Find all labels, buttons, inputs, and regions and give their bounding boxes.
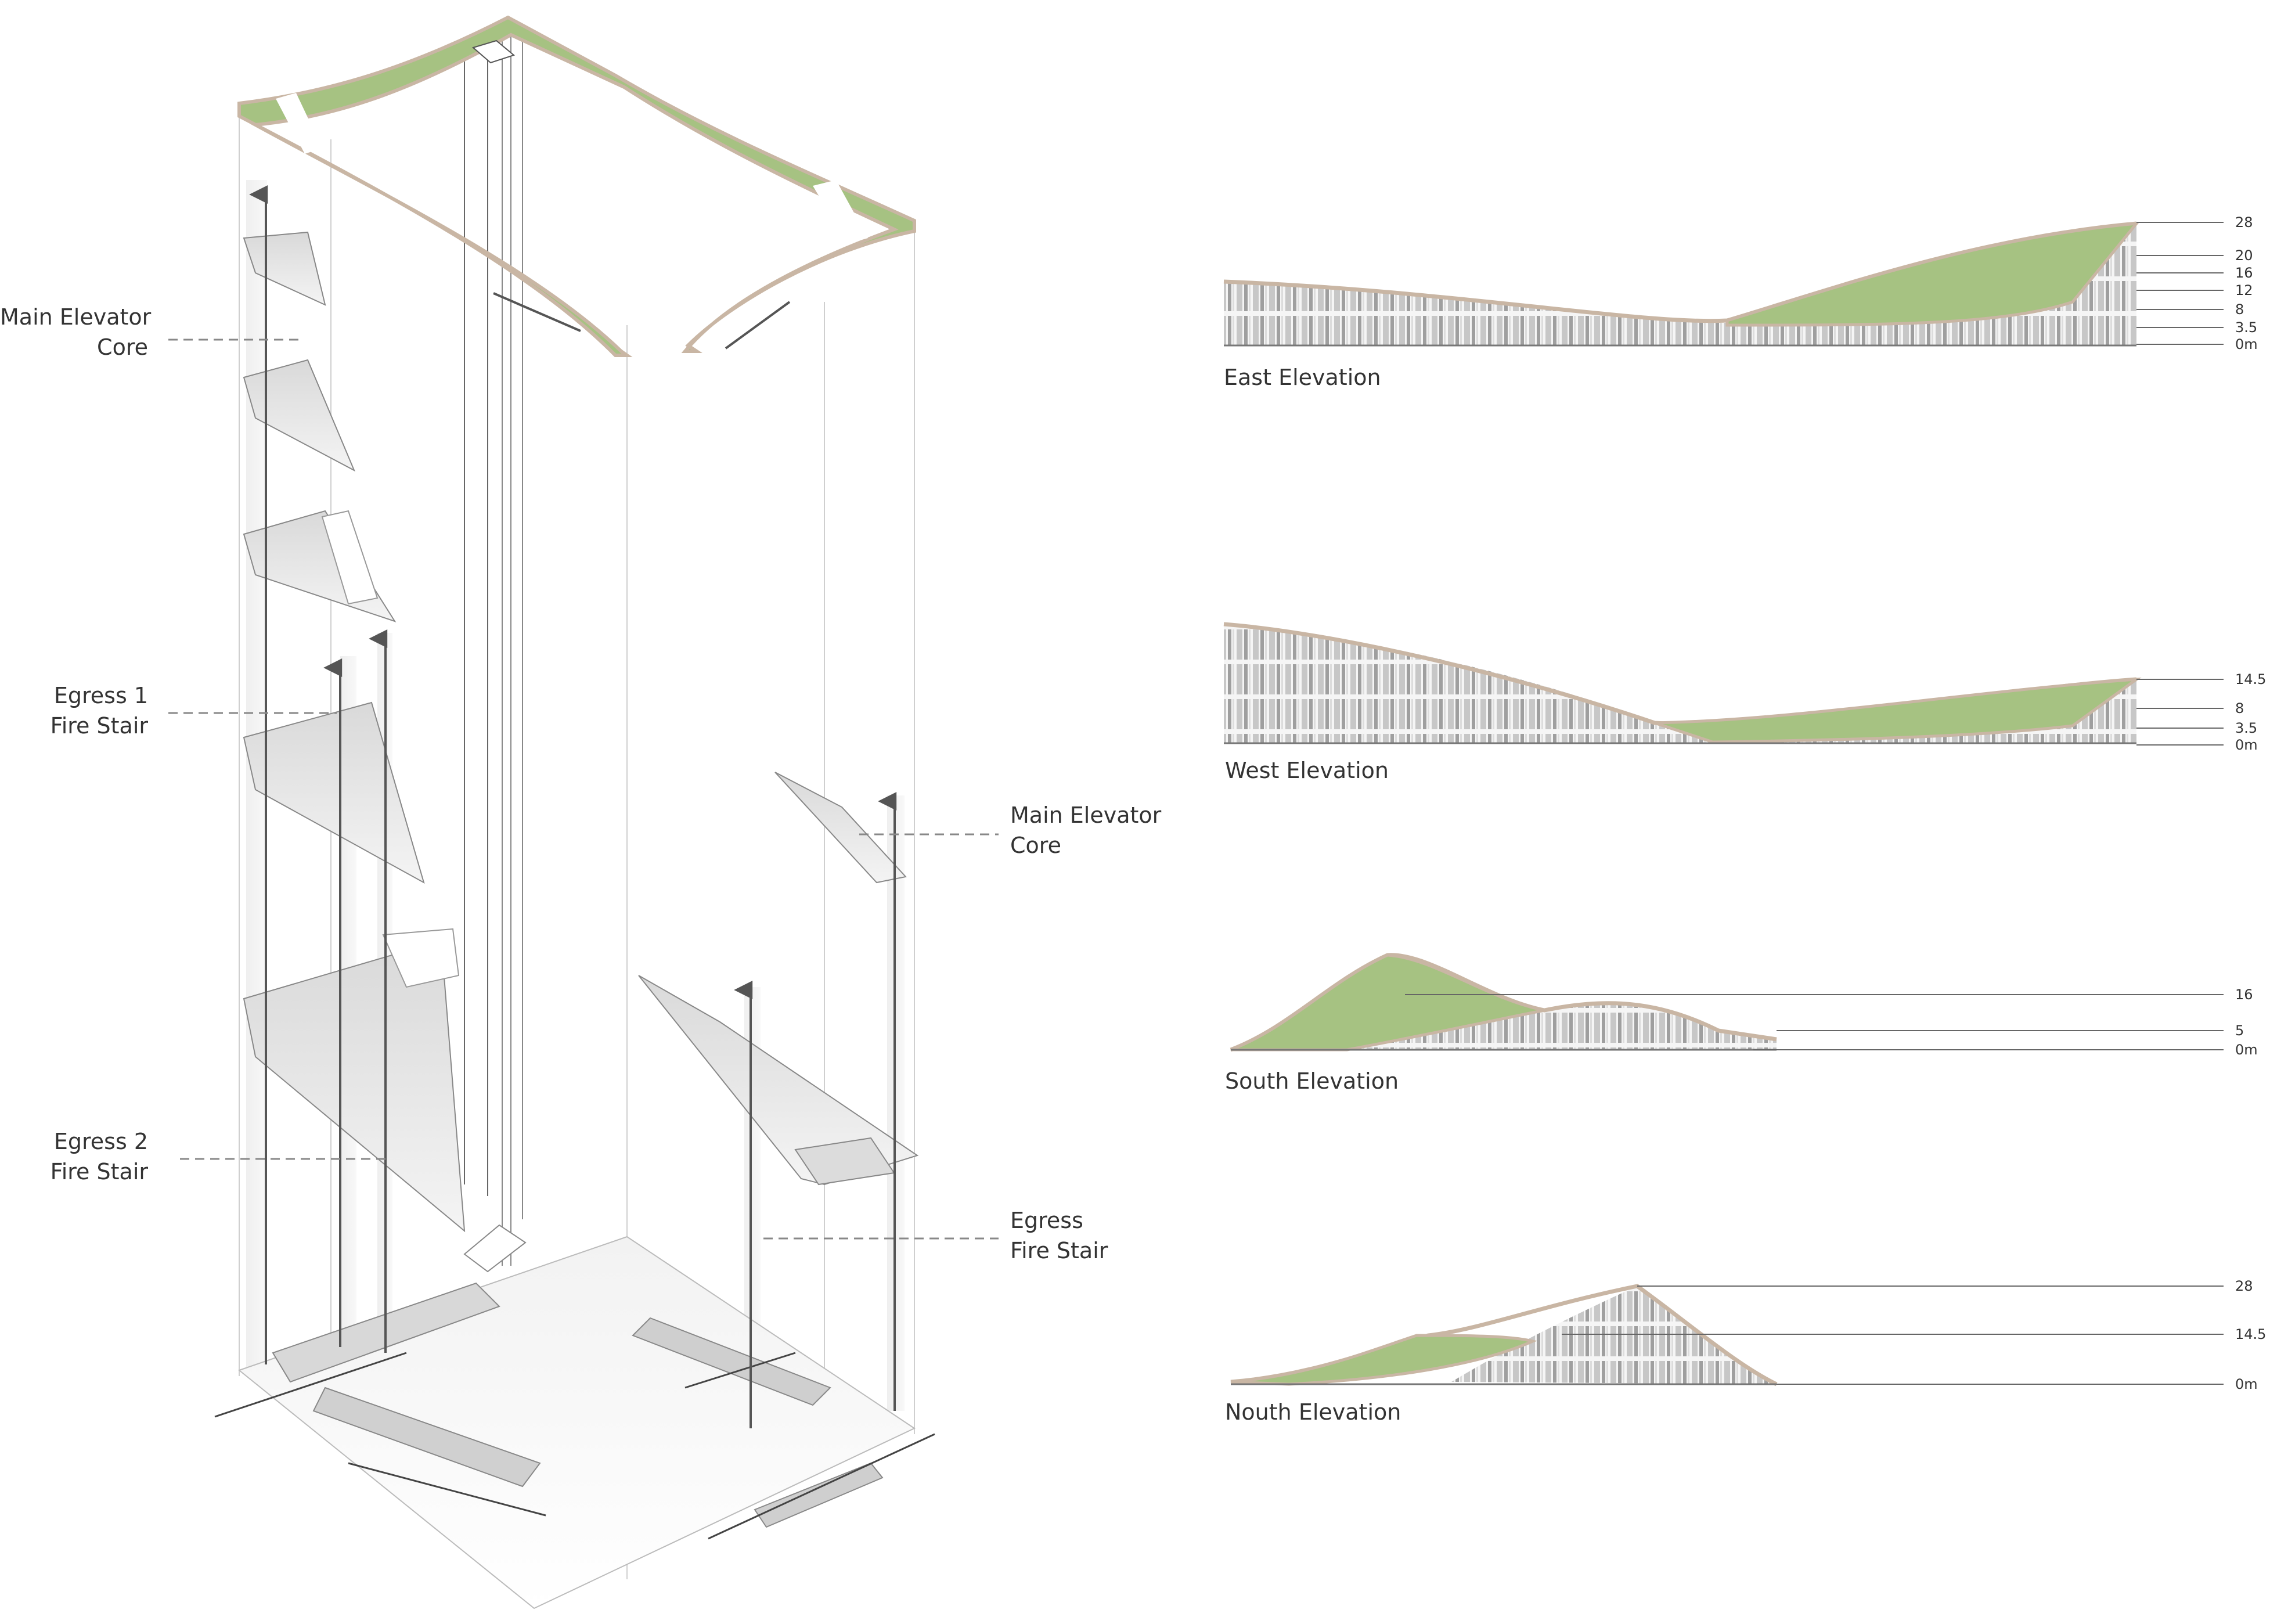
- south-elevation-drawing: [1230, 953, 1777, 1052]
- level-label: 0m: [2235, 1042, 2258, 1058]
- callout-egress-1-fire-stair: Egress 1 Fire Stair: [0, 680, 148, 741]
- north-elevation-title: Nouth Elevation: [1225, 1399, 1401, 1425]
- level-label: 0m: [2235, 737, 2258, 753]
- level-label: 14.5: [2235, 1326, 2266, 1342]
- circulation-arrows: [249, 185, 897, 1428]
- level-label: 20: [2235, 247, 2253, 264]
- level-label: 0m: [2235, 1376, 2258, 1392]
- level-label: 14.5: [2235, 671, 2266, 687]
- callout-main-elevator-core-right: Main Elevator Core: [1010, 800, 1161, 860]
- callout-egress-2-fire-stair: Egress 2 Fire Stair: [0, 1126, 148, 1187]
- west-elevation-title: West Elevation: [1225, 758, 1389, 783]
- callout-line-1: Egress 2: [53, 1129, 148, 1154]
- level-label: 16: [2235, 986, 2253, 1003]
- level-label: 0m: [2235, 336, 2258, 352]
- level-label: 28: [2235, 214, 2253, 231]
- west-elevation-drawing: [1223, 622, 2142, 744]
- level-label: 3.5: [2235, 720, 2257, 736]
- north-elevation-drawing: [1230, 1284, 1778, 1387]
- callout-main-elevator-core-left: Main Elevator Core: [0, 302, 152, 362]
- level-lines: [1405, 222, 2224, 1385]
- callout-line-2: Fire Stair: [1010, 1238, 1108, 1263]
- floor-slabs-left: [243, 231, 466, 1233]
- level-label: 8: [2235, 301, 2244, 318]
- callout-line-2: Fire Stair: [50, 713, 148, 739]
- east-elevation-drawing: [1223, 221, 2140, 347]
- level-label: 8: [2235, 700, 2244, 716]
- leader-lines: [168, 339, 999, 1240]
- callout-line-1: Egress 1: [53, 683, 148, 708]
- east-elevation-title: East Elevation: [1224, 365, 1381, 390]
- level-label: 12: [2235, 282, 2253, 298]
- level-label: 5: [2235, 1022, 2244, 1039]
- level-label: 3.5: [2235, 319, 2257, 336]
- callout-line-2: Core: [1010, 833, 1061, 858]
- callout-line-2: Fire Stair: [50, 1159, 148, 1184]
- axonometric-exploded: [168, 15, 999, 1609]
- green-roof: [237, 15, 916, 357]
- callout-line-1: Main Elevator: [1010, 802, 1162, 828]
- ground-floor: [214, 1224, 935, 1609]
- level-label: 16: [2235, 265, 2253, 281]
- callout-line-1: Egress: [1010, 1208, 1083, 1233]
- south-elevation-title: South Elevation: [1225, 1068, 1399, 1094]
- callout-egress-fire-stair: Egress Fire Stair: [1010, 1205, 1108, 1266]
- callout-line-1: Main Elevator: [0, 304, 152, 330]
- floor-slabs-right: [638, 772, 919, 1186]
- callout-line-2: Core: [97, 334, 148, 360]
- level-label: 28: [2235, 1278, 2253, 1294]
- frame-lines: [239, 35, 915, 1579]
